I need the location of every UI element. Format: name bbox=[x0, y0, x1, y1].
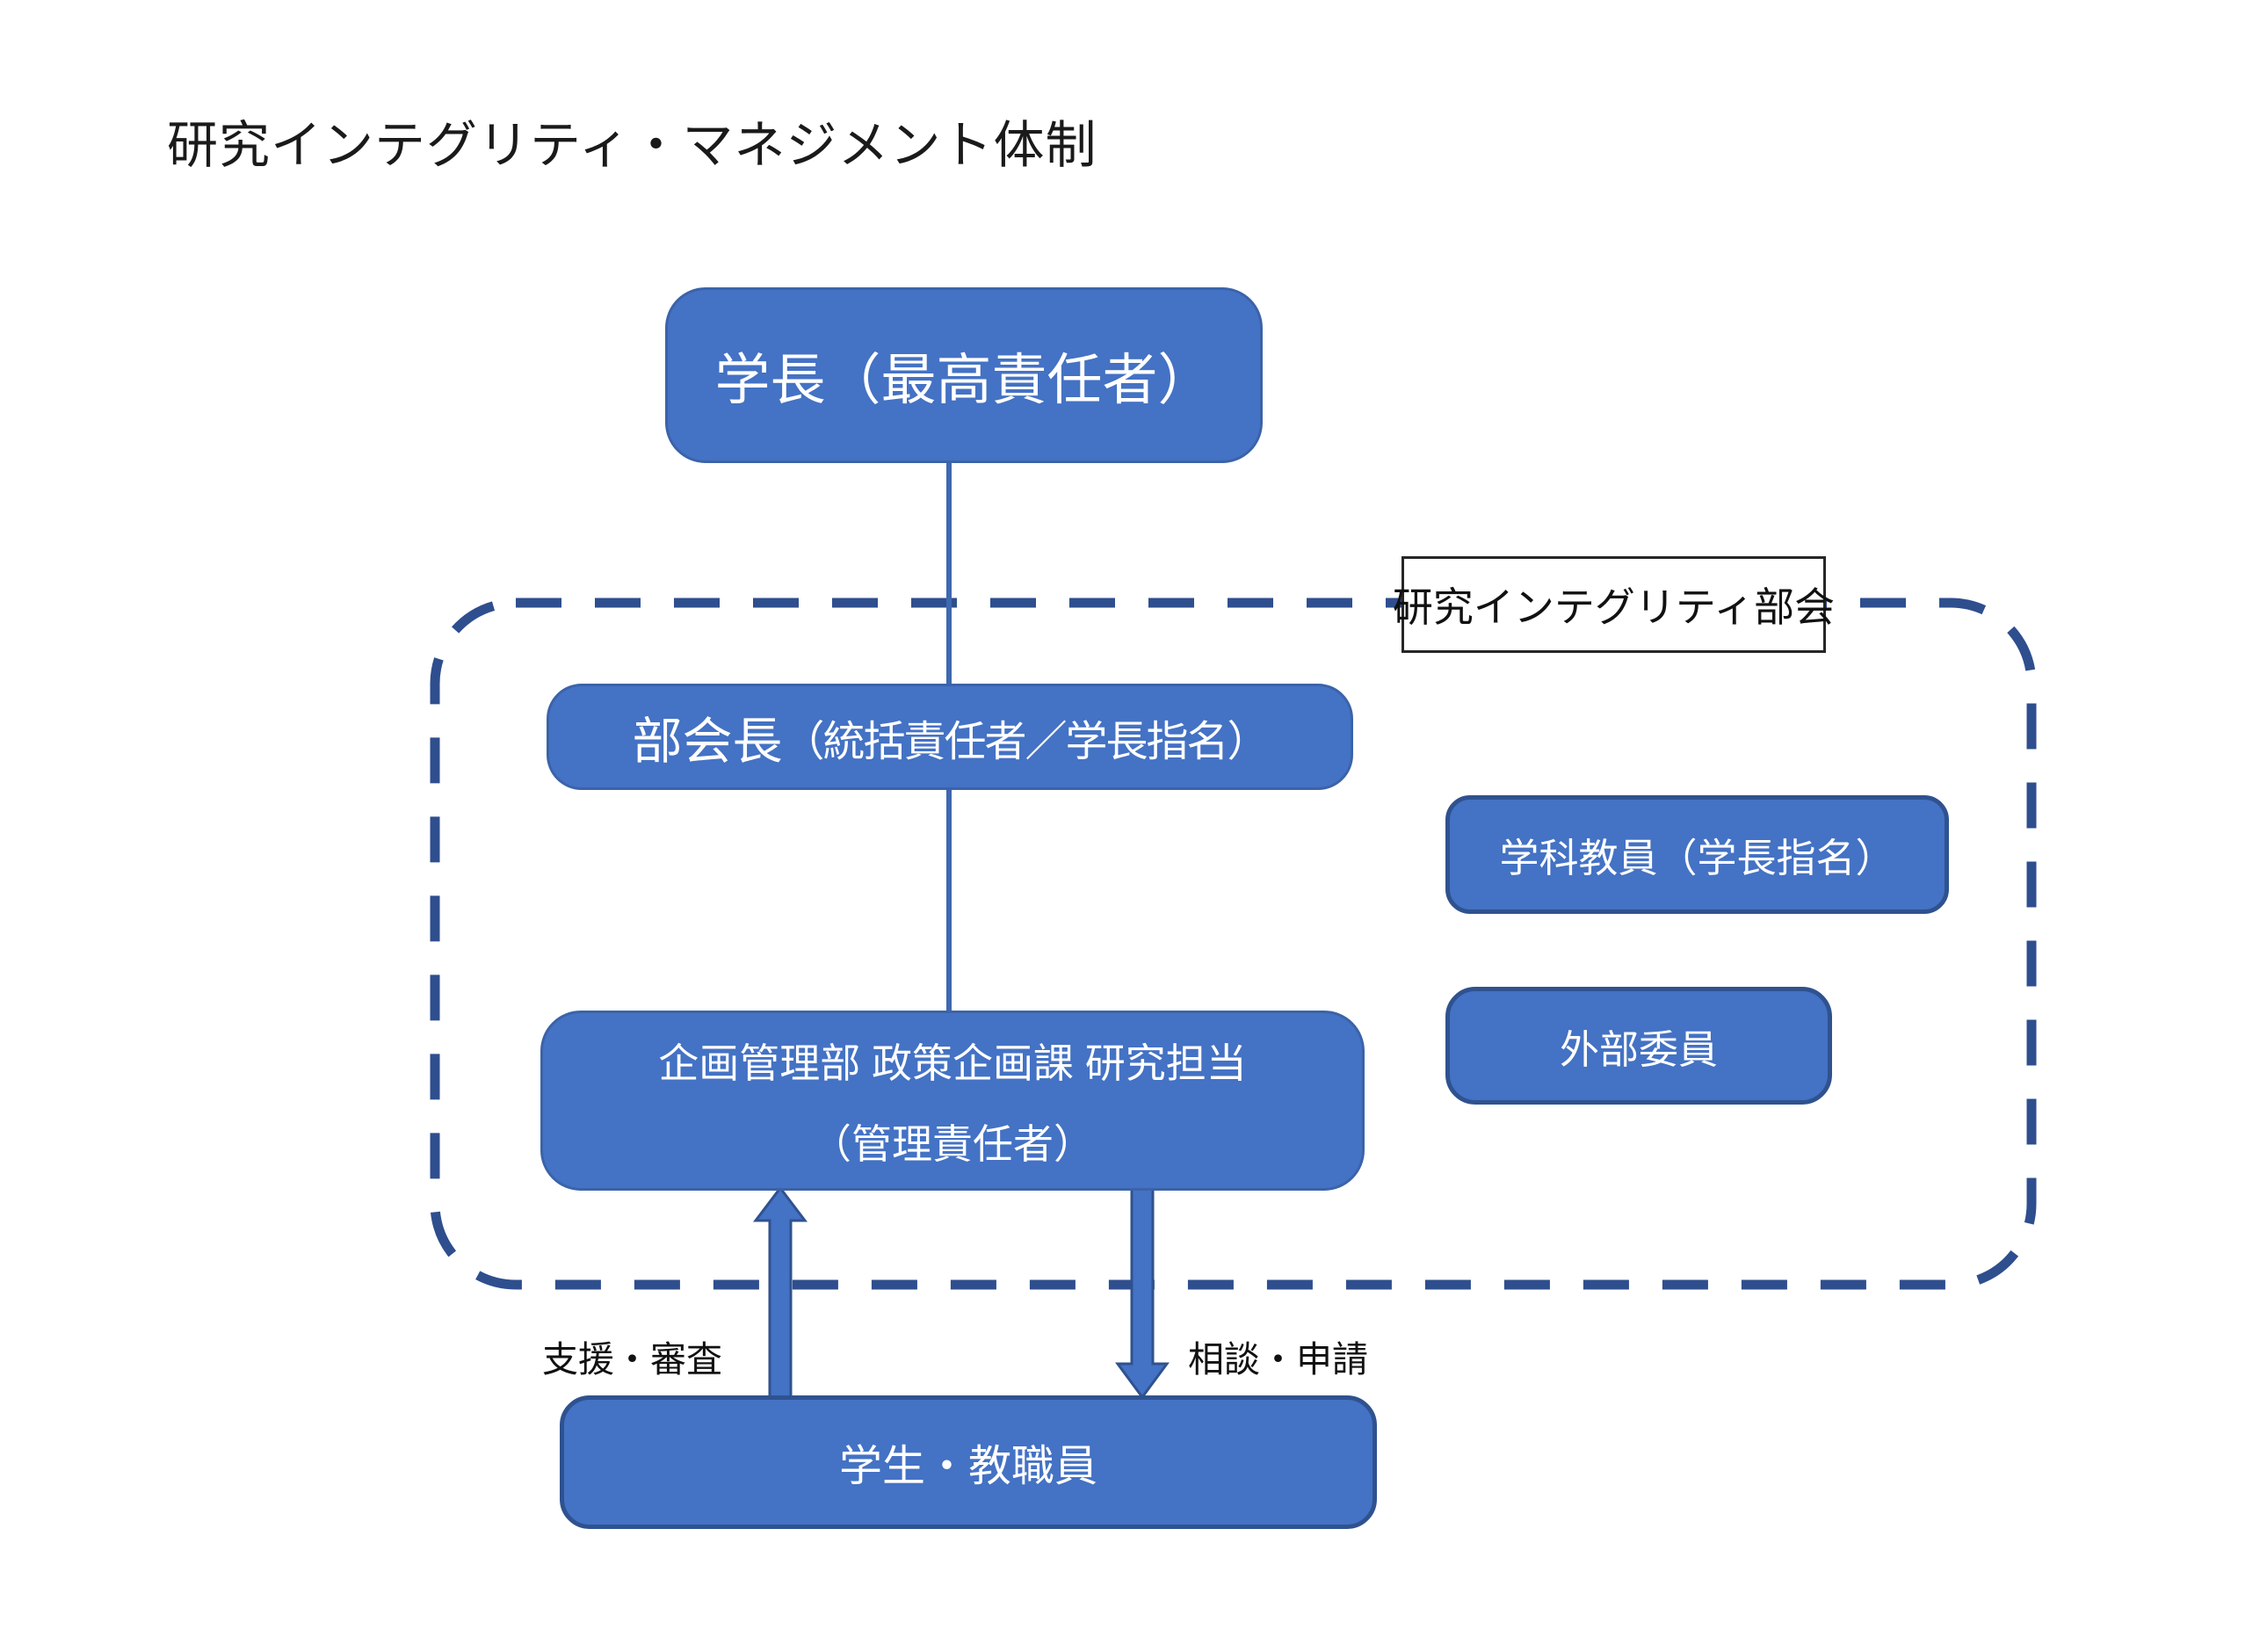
node-admin-label-line1: 企画管理部 政策企画課 研究担当 bbox=[658, 1040, 1247, 1086]
diagram-title: 研究インテグリティ・マネジメント体制 bbox=[167, 117, 1097, 174]
node-external-label: 外部委員 bbox=[1559, 1026, 1718, 1072]
node-students-faculty-staff: 学生・教職員 bbox=[560, 1395, 1377, 1529]
arrow-down-consult-icon bbox=[1115, 1187, 1170, 1400]
node-students-label: 学生・教職員 bbox=[838, 1442, 1097, 1490]
node-admin-label-line2: （管理責任者） bbox=[811, 1120, 1094, 1167]
node-department-faculty: 学科教員（学長指名） bbox=[1445, 795, 1949, 914]
arrow-up-support-icon bbox=[752, 1185, 808, 1399]
node-chair-main-label: 部会長 bbox=[632, 713, 783, 770]
node-president: 学長（最高責任者） bbox=[665, 287, 1263, 463]
arrow-up-support-label: 支援・審査 bbox=[542, 1339, 722, 1380]
group-label-research-integrity-subcommittee: 研究インテグリティ部会 bbox=[1393, 556, 1835, 653]
node-faculty-label: 学科教員（学長指名） bbox=[1499, 836, 1895, 880]
node-subcommittee-chair: 部会長（統括責任者／学長指名） bbox=[547, 684, 1353, 790]
arrow-down-consult-label: 相談・申請 bbox=[1188, 1339, 1368, 1380]
group-label-text: 研究インテグリティ部会 bbox=[1392, 584, 1836, 630]
node-chair-sub-label: （統括責任者／学長指名） bbox=[782, 718, 1269, 765]
group-boundary-dashed-border bbox=[430, 598, 2037, 1290]
node-external-members: 外部委員 bbox=[1445, 987, 1832, 1105]
node-president-label: 学長（最高責任者） bbox=[714, 349, 1213, 411]
node-admin-office: 企画管理部 政策企画課 研究担当 （管理責任者） bbox=[540, 1011, 1365, 1191]
